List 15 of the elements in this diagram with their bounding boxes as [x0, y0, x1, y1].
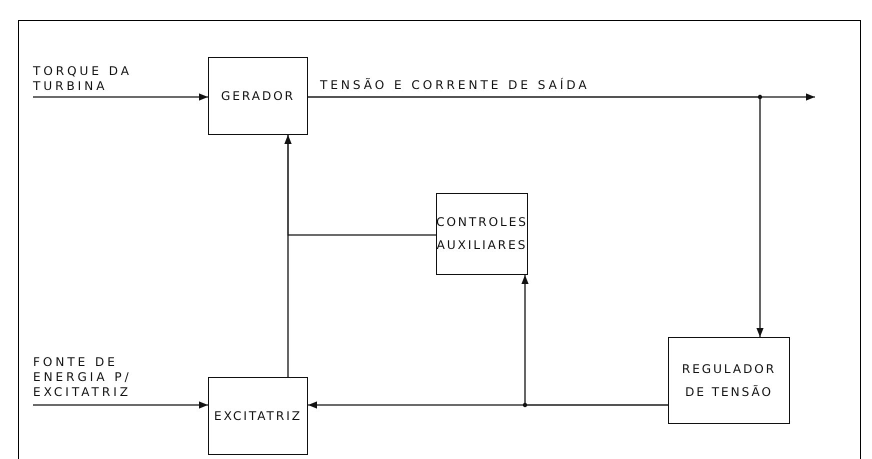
block-box — [208, 57, 308, 135]
block-box — [208, 377, 308, 455]
input-label: TORQUE DA TURBINA — [33, 64, 143, 97]
block-label: GERADOR — [221, 88, 295, 105]
arrow — [308, 96, 764, 337]
arrow — [32, 401, 208, 409]
arrow — [521, 275, 668, 406]
arrow — [32, 93, 208, 101]
input-label: FONTE DE ENERGIA P/ EXCITATRIZ — [33, 355, 163, 405]
block-box — [436, 193, 528, 275]
block-box — [668, 337, 790, 424]
block-label: REGULADOR DE TENSÃO — [680, 360, 778, 400]
arrow — [284, 135, 436, 236]
block-label: CONTROLES AUXILIARES — [436, 214, 528, 254]
block-label: EXCITATRIZ — [214, 408, 302, 425]
